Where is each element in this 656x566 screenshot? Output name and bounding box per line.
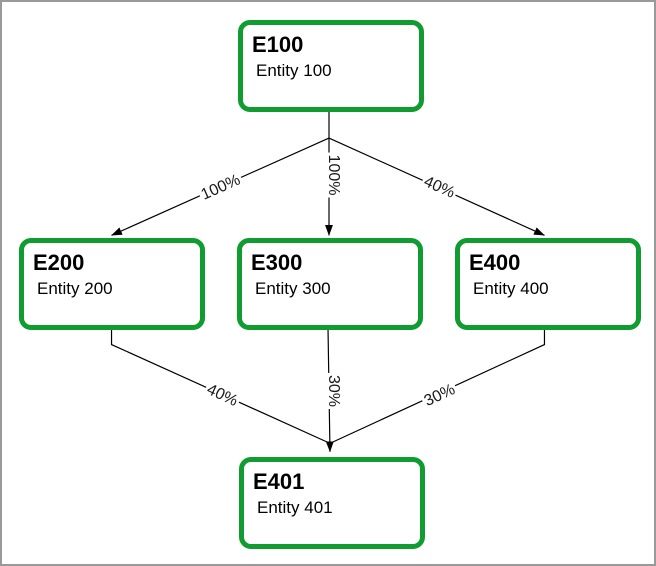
edge-label-e300-e401: 30% xyxy=(324,372,342,410)
node-subtitle: Entity 200 xyxy=(37,279,113,298)
edge-label-e100-e300: 100% xyxy=(324,152,342,198)
node-title: E401 xyxy=(253,469,305,494)
node-title: E300 xyxy=(251,250,303,275)
node-subtitle: Entity 401 xyxy=(257,498,333,517)
node-e400[interactable]: E400 Entity 400 xyxy=(455,238,641,330)
node-e100[interactable]: E100 Entity 100 xyxy=(238,20,424,112)
node-title: E100 xyxy=(252,32,304,57)
edge-e400-e401 xyxy=(330,327,546,444)
node-subtitle: Entity 400 xyxy=(473,279,549,298)
node-title: E400 xyxy=(469,250,521,275)
node-e200[interactable]: E200 Entity 200 xyxy=(19,238,205,330)
node-title: E200 xyxy=(33,250,85,275)
edge-e200-e401 xyxy=(110,327,330,444)
node-subtitle: Entity 300 xyxy=(255,279,331,298)
node-subtitle: Entity 100 xyxy=(256,61,332,80)
node-e300[interactable]: E300 Entity 300 xyxy=(237,238,423,330)
node-e401[interactable]: E401 Entity 401 xyxy=(239,457,425,549)
